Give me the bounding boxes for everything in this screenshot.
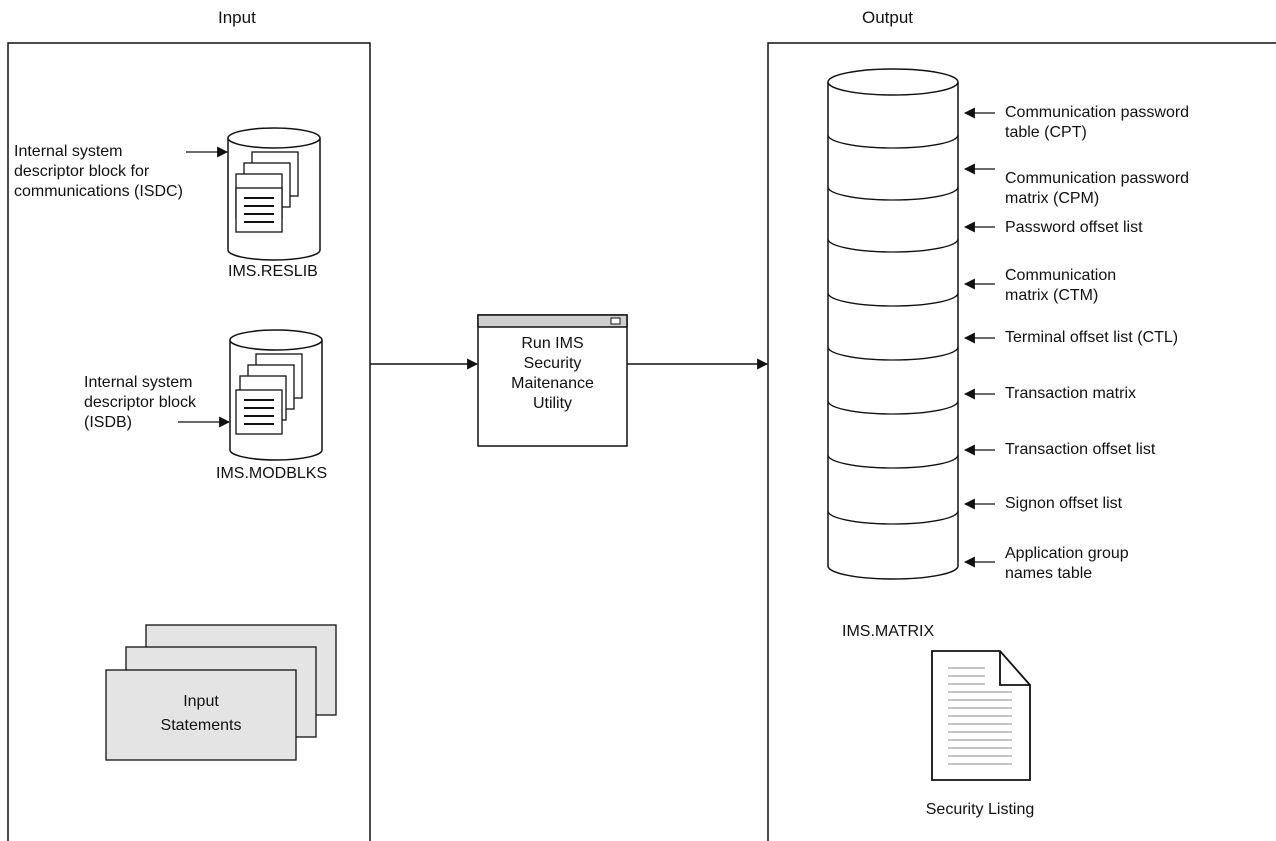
table-label-transaction-offset: Transaction offset list bbox=[1005, 441, 1156, 458]
reslib-dataset-label: IMS.RESLIB bbox=[228, 263, 318, 280]
output-panel bbox=[767, 42, 1276, 841]
table-label-ctl: Terminal offset list (CTL) bbox=[1005, 329, 1179, 346]
modblks-dataset-label: IMS.MODBLKS bbox=[216, 465, 328, 482]
security-listing-label: Security Listing bbox=[925, 801, 1035, 818]
utility-window bbox=[477, 314, 628, 447]
output-heading: Output bbox=[862, 8, 914, 27]
isdc-caption: Internal system descriptor block for com… bbox=[14, 143, 183, 200]
input-heading: Input bbox=[218, 8, 256, 27]
table-label-password-offset: Password offset list bbox=[1005, 219, 1143, 236]
table-label-transaction-matrix: Transaction matrix bbox=[1005, 385, 1136, 402]
input-statements-label: Input Statements bbox=[160, 693, 242, 734]
modblks-dataset-icon bbox=[229, 329, 323, 461]
security-listing-document-icon bbox=[931, 650, 1031, 781]
table-label-ctm: Communication matrix (CTM) bbox=[1005, 267, 1117, 304]
table-label-cpt: Communication password table (CPT) bbox=[1005, 104, 1190, 141]
table-label-application-group: Application group names table bbox=[1005, 545, 1129, 582]
table-arrows bbox=[963, 107, 995, 568]
reslib-dataset-icon bbox=[227, 127, 321, 261]
matrix-dataset-label: IMS.MATRIX bbox=[842, 623, 935, 640]
input-statements-icon bbox=[105, 624, 337, 761]
table-label-cpm: Communication password matrix (CPM) bbox=[1005, 170, 1190, 207]
matrix-dataset-cylinder bbox=[827, 68, 959, 580]
input-panel bbox=[7, 42, 371, 841]
isdb-caption: Internal system descriptor block (ISDB) bbox=[84, 374, 197, 431]
utility-label: Run IMS Security Maitenance Utility bbox=[511, 335, 594, 412]
table-label-signon-offset: Signon offset list bbox=[1005, 495, 1123, 512]
